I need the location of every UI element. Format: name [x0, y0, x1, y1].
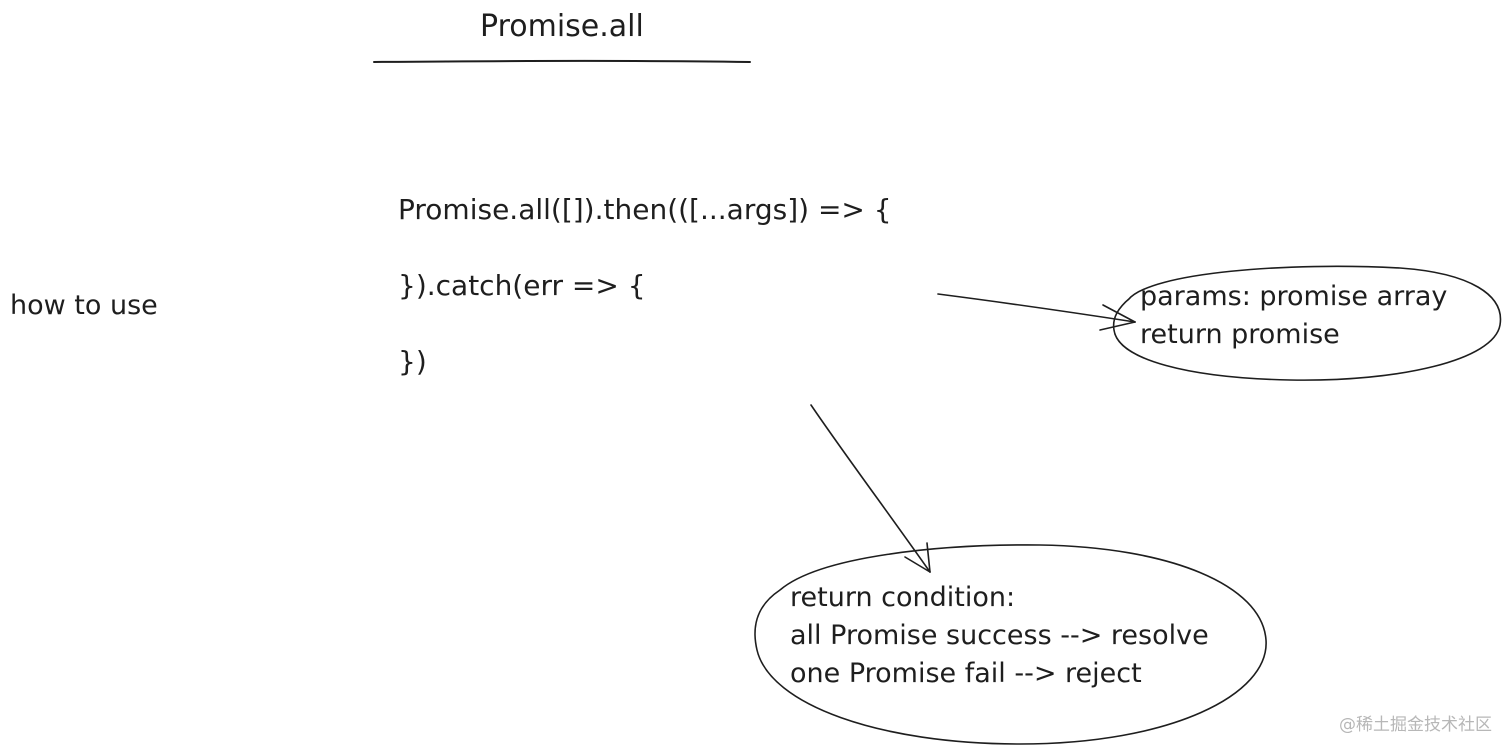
- note-line: all Promise success --> resolve: [790, 620, 1209, 651]
- diagram-title: Promise.all: [480, 9, 644, 44]
- code-snippet: Promise.all([]).then(([...args]) => { })…: [398, 196, 892, 424]
- code-line: }): [398, 345, 427, 378]
- note-line: return promise: [1140, 319, 1340, 350]
- code-line: Promise.all([]).then(([...args]) => {: [398, 193, 892, 226]
- watermark: @稀土掘金技术社区: [1339, 715, 1492, 735]
- params-ellipse: [1112, 265, 1502, 381]
- note-line: one Promise fail --> reject: [790, 658, 1142, 689]
- conditions-ellipse: [754, 544, 1267, 745]
- code-line: }).catch(err => {: [398, 269, 646, 302]
- title-underline: [373, 59, 751, 63]
- return-condition-note: return condition: all Promise success --…: [790, 584, 1209, 698]
- arrow-to-params: [937, 293, 1136, 331]
- how-to-use-label: how to use: [10, 290, 158, 321]
- note-line: params: promise array: [1140, 281, 1448, 312]
- note-line: return condition:: [790, 582, 1016, 613]
- arrow-to-conditions: [810, 404, 931, 573]
- params-note: params: promise array return promise: [1140, 283, 1447, 359]
